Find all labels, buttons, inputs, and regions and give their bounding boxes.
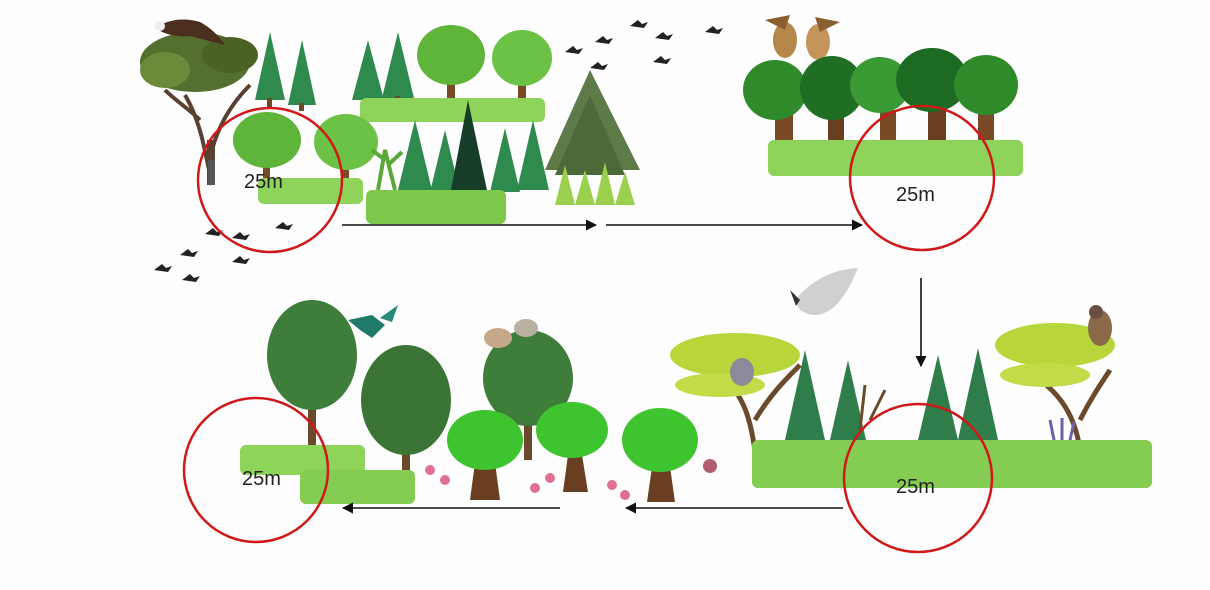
tree-trunk [208,160,215,185]
grass-icon [768,140,1023,176]
grass-icon [366,190,506,224]
plot-label: 25m [244,171,283,193]
plot-label: 25m [242,468,281,490]
broadleaf-tree-icon [447,402,698,502]
grass-icon [360,98,545,122]
sparrow-icon [730,358,754,386]
grass-icon [300,470,415,504]
grass-icon [752,440,1152,488]
plot-label: 25m [896,184,935,206]
plot-label: 25m [896,476,935,498]
